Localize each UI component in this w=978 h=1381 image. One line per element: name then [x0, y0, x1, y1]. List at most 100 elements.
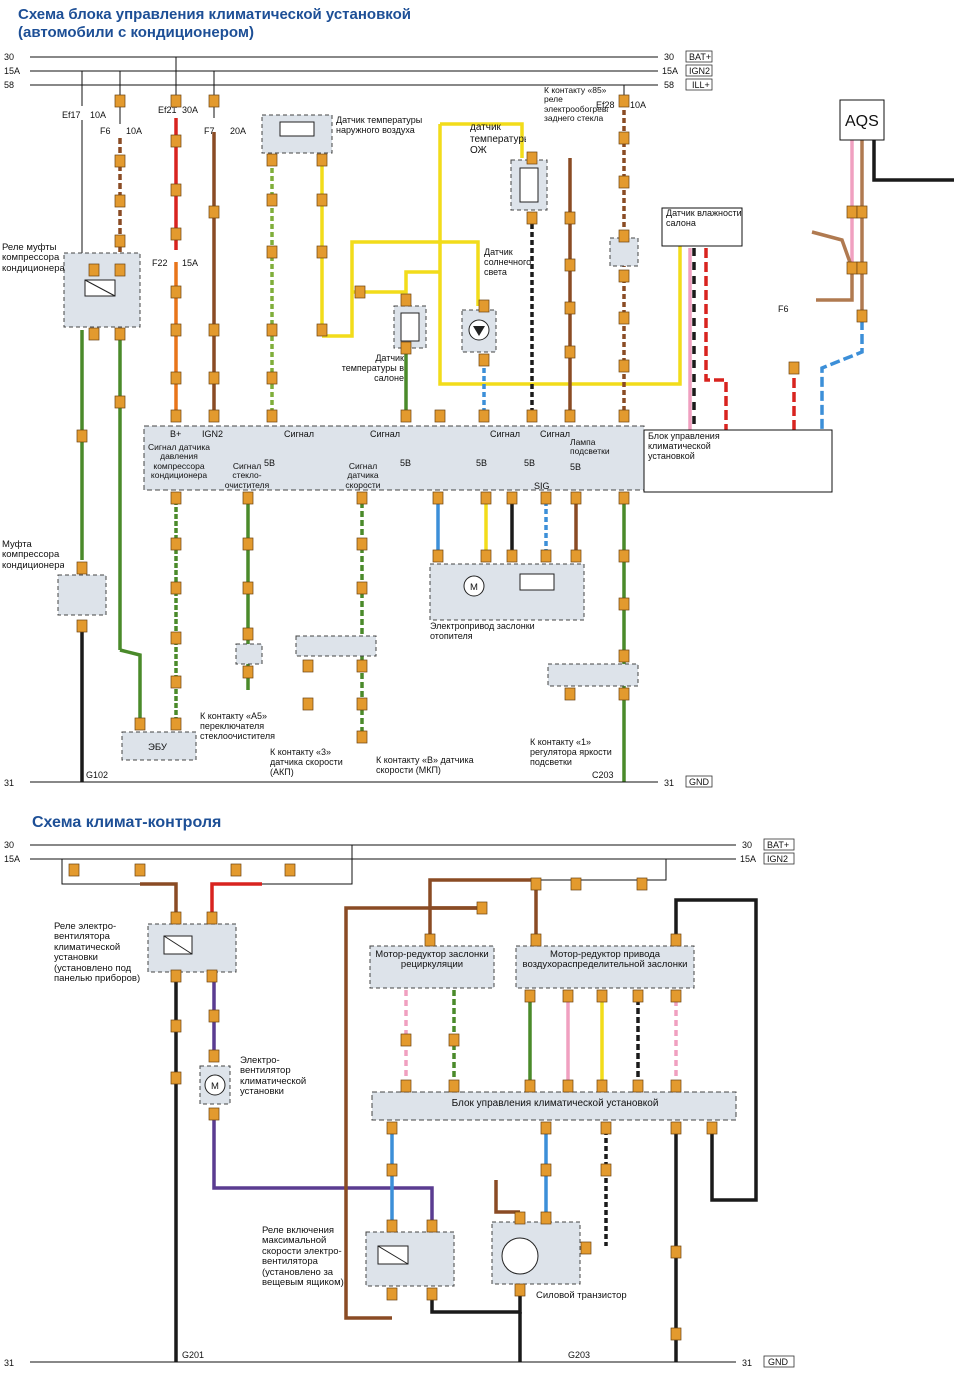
connector-pin: [242, 537, 254, 551]
fuse-f7-a: 20A: [230, 126, 246, 136]
connector-pin: [134, 863, 146, 877]
fuse-ef17: Ef17: [62, 110, 81, 120]
connector-pin: [208, 1009, 220, 1023]
lamp-label: Лампа подсветки: [570, 438, 610, 457]
bus-30-label: 30: [4, 52, 14, 62]
connector-pin: [386, 1163, 398, 1177]
connector-pin: [354, 285, 366, 299]
sun-sensor-label: Датчик солнечного света: [484, 248, 532, 277]
connector-pin: [170, 227, 182, 241]
fuse-ef17-a: 10A: [90, 110, 106, 120]
connector-pin: [618, 131, 630, 145]
connector-pin: [540, 1163, 552, 1177]
ign2-tag: IGN2: [689, 66, 710, 76]
humidity-sensor-box: [661, 207, 743, 247]
connector-pin: [618, 491, 630, 505]
connector-pin: [424, 933, 436, 947]
connector-pin: [302, 697, 314, 711]
connector-pin: [76, 561, 88, 575]
connector-pin: [524, 989, 536, 1003]
connector-pin: [600, 1163, 612, 1177]
connector-pin: [170, 631, 182, 645]
connector-pin: [540, 1121, 552, 1135]
connector-pin: [400, 409, 412, 423]
fuse-ef28-a: 10A: [630, 100, 646, 110]
connector-pin: [562, 989, 574, 1003]
connector-pin: [114, 234, 126, 248]
bus-58-label-right: 58: [664, 80, 674, 90]
connector-pin: [114, 263, 126, 277]
connector-pin: [670, 1245, 682, 1259]
connector-pin: [600, 1121, 612, 1135]
coolant-temp-label: датчик температуры ОЖ: [470, 122, 526, 156]
connector-pin: [540, 491, 552, 505]
heater-actuator-label: Электропривод заслонки отопителя: [430, 622, 535, 641]
top-ground-num-right: 31: [664, 778, 674, 788]
connector-pin: [386, 1287, 398, 1301]
fan-relay-label: Реле электро-вентилятора климатической у…: [54, 922, 141, 985]
bat-tag: BAT+: [689, 52, 711, 62]
connector-pin: [170, 581, 182, 595]
connector-pin: [170, 537, 182, 551]
connector-pin: [564, 409, 576, 423]
connector-pin: [208, 371, 220, 385]
bus-30-label-right: 30: [664, 52, 674, 62]
connector-pin: [114, 94, 126, 108]
connector-pin: [788, 361, 800, 375]
cabin-temp-label: Датчик температуры в салоне: [341, 354, 404, 383]
connector-pin: [432, 549, 444, 563]
connector-pin: [478, 353, 490, 367]
connector-pin: [596, 1079, 608, 1093]
connector-pin: [530, 933, 542, 947]
connector-pin: [386, 1121, 398, 1135]
connector-pin: [564, 345, 576, 359]
fuse-f22-a: 15A: [182, 258, 198, 268]
connector-pin: [618, 687, 630, 701]
connector-pin: [856, 205, 868, 219]
ecu-box: [121, 731, 197, 761]
connector-pin: [170, 94, 182, 108]
connector-pin: [266, 245, 278, 259]
connector-pin: [846, 205, 858, 219]
fuse-ef21-a: 30A: [182, 105, 198, 115]
air-motor-label: Мотор-редуктор привода воздухораспредели…: [522, 950, 688, 971]
connector-pin: [266, 153, 278, 167]
connector-pin: [618, 311, 630, 325]
connector-pin: [506, 549, 518, 563]
connector-pin: [524, 1079, 536, 1093]
humidity-sensor-label: Датчик влажности салона: [666, 208, 742, 229]
heater-actuator-box: [429, 563, 585, 621]
wiper-note: К контакту «А5» переключателя стеклоочис…: [200, 712, 275, 741]
air-motor-box: [515, 945, 695, 989]
connector-pin: [170, 1071, 182, 1085]
connector-pin: [506, 491, 518, 505]
signal-label-1: Сигнал: [284, 429, 314, 439]
top-labels: Реле муфты компрессора кондиционера Муфт…: [2, 86, 879, 788]
bus-15a-label: 15A: [4, 66, 20, 76]
bot-bus-15a: 15A: [4, 854, 20, 864]
control-unit-label: Блок управления климатической установкой: [648, 432, 720, 461]
connector-pin: [206, 911, 218, 925]
connector-pin: [266, 323, 278, 337]
top-connectors: [76, 94, 868, 744]
connector-pin: [170, 911, 182, 925]
connector-pin: [706, 1121, 718, 1135]
ecu-label: ЭБУ: [148, 742, 168, 753]
top-gnd-tag: GND: [689, 777, 710, 787]
connector-pin: [432, 491, 444, 505]
connector-pin: [618, 549, 630, 563]
connector-pin: [76, 619, 88, 633]
b-plus-label: B+: [170, 429, 181, 439]
connector-pin: [134, 717, 146, 731]
connector-pin: [356, 581, 368, 595]
connector-pin: [670, 933, 682, 947]
connector-pin: [400, 1079, 412, 1093]
connector-pin: [208, 323, 220, 337]
connector-pin: [76, 429, 88, 443]
connector-pin: [206, 969, 218, 983]
connector-pin: [426, 1287, 438, 1301]
connector-pin: [170, 491, 182, 505]
connector-pin: [114, 327, 126, 341]
connector-pin: [570, 877, 582, 891]
connector-pin: [208, 94, 220, 108]
